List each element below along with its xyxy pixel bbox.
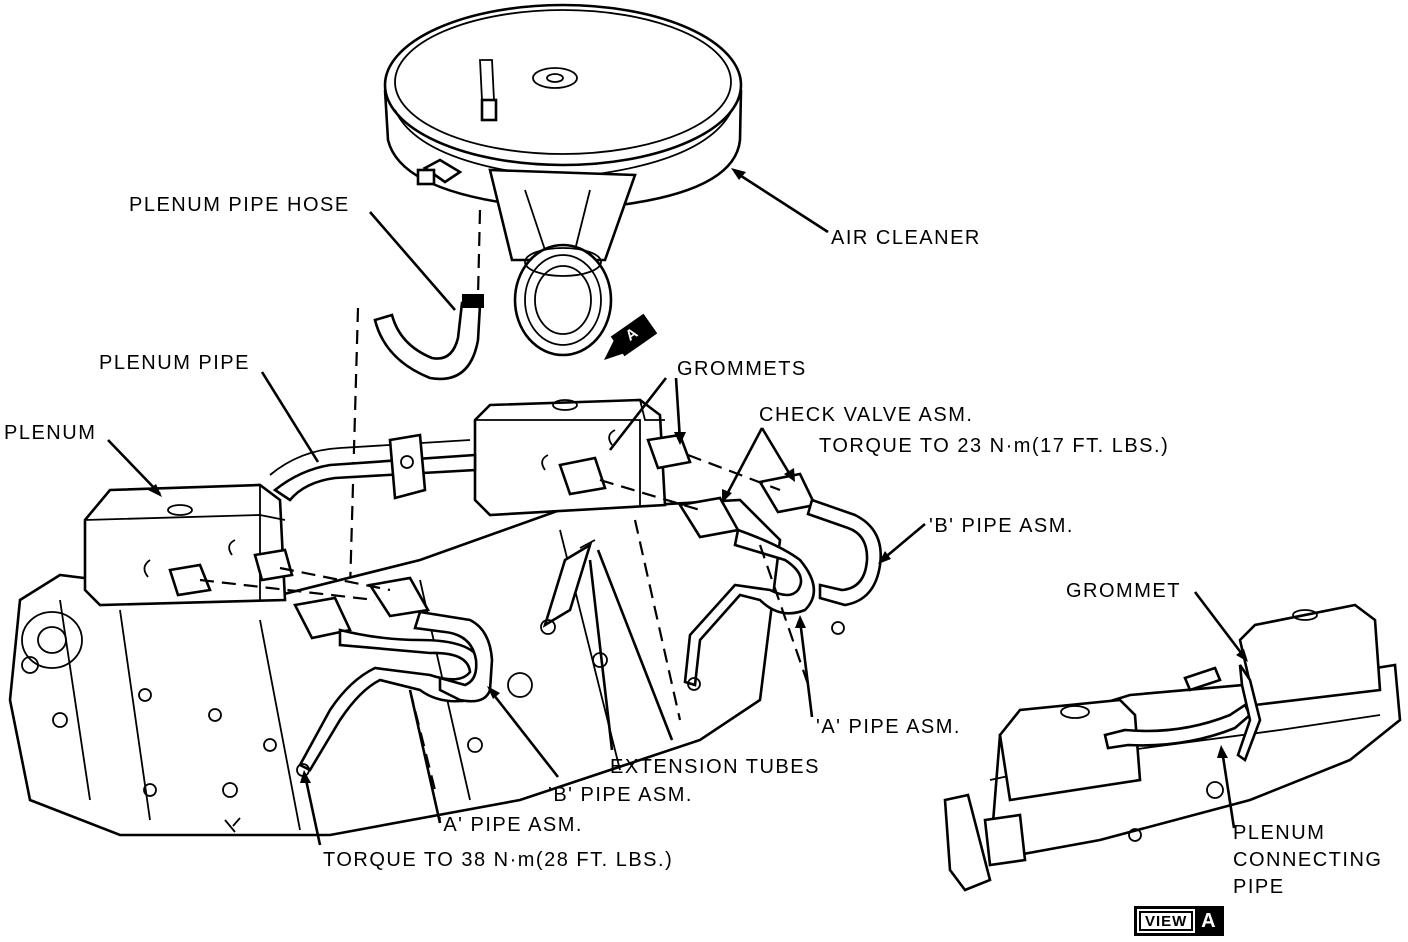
label-b-pipe-asm-right: 'B' PIPE ASM. [929, 515, 1074, 537]
view-badge-word: VIEW [1139, 911, 1194, 931]
front-check-valves [168, 548, 494, 777]
view-a-marker [604, 313, 658, 360]
label-grommet: GROMMET [1066, 580, 1181, 602]
air-cleaner-leader [734, 170, 829, 234]
label-plenum: PLENUM [4, 422, 97, 444]
label-plenum-pipe: PLENUM PIPE [99, 352, 250, 374]
view-badge-letter: A [1195, 909, 1222, 933]
label-torque-23: TORQUE TO 23 N·m(17 FT. LBS.) [819, 435, 1170, 457]
label-a-pipe-asm-right: 'A' PIPE ASM. [816, 716, 961, 738]
rear-check-valves [558, 433, 882, 691]
label-grommets: GROMMETS [677, 358, 807, 380]
label-plenum-pipe-hose: PLENUM PIPE HOSE [129, 194, 350, 216]
view-a-inset [943, 603, 1402, 892]
view-a-badge: VIEW A [1134, 906, 1225, 936]
label-torque-38: TORQUE TO 38 N·m(28 FT. LBS.) [323, 849, 674, 871]
plenum-pipe-hose [373, 294, 484, 381]
label-plenum-connecting-pipe-line2: CONNECTING [1233, 849, 1383, 871]
air-cleaner [383, 3, 743, 357]
label-b-pipe-asm-center: 'B' PIPE ASM. [548, 784, 693, 806]
plenum-pipe-hose-leader [369, 211, 456, 311]
label-air-cleaner: AIR CLEANER [831, 227, 981, 249]
leader-lines [107, 371, 1248, 846]
label-a-pipe-asm-center: 'A' PIPE ASM. [438, 814, 583, 836]
label-plenum-connecting-pipe-line1: PLENUM [1233, 822, 1326, 844]
label-extension-tubes: EXTENSION TUBES [610, 756, 820, 778]
label-plenum-connecting-pipe: PLENUM CONNECTING PIPE [1233, 820, 1382, 901]
label-plenum-connecting-pipe-line3: PIPE [1233, 876, 1285, 898]
label-check-valve-asm: CHECK VALVE ASM. [759, 404, 974, 426]
